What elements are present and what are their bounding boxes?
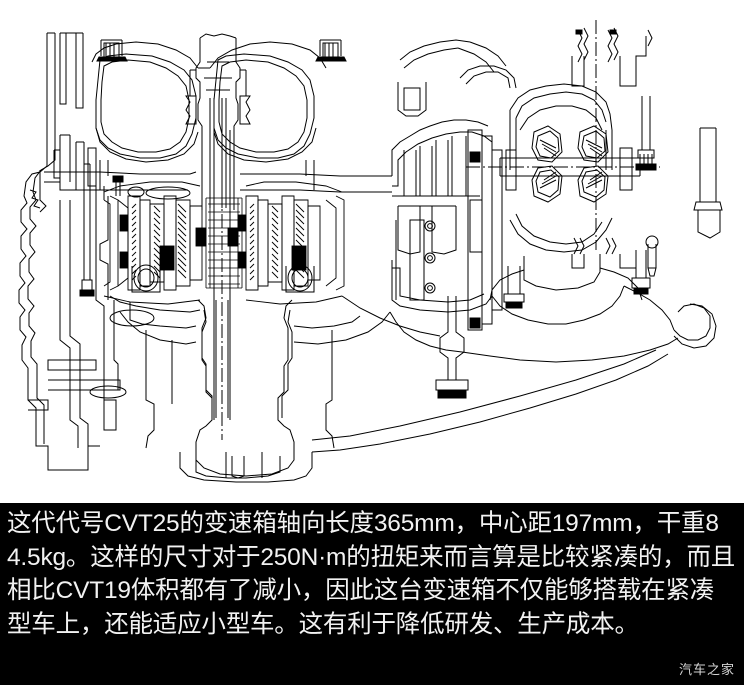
final-drive-assembly bbox=[391, 20, 660, 331]
left-bottom-details bbox=[28, 200, 155, 448]
site-watermark: 汽车之家 bbox=[678, 662, 735, 677]
main-bearings bbox=[131, 264, 315, 293]
selector-shaft bbox=[79, 163, 95, 297]
caption-paragraph: 这代代号CVT25的变速箱轴向长度365mm，中心距197mm，干重84.5kg… bbox=[7, 510, 736, 638]
right-mounting-bolts bbox=[435, 96, 723, 399]
top-brackets bbox=[397, 27, 659, 277]
right-case-profile bbox=[311, 285, 717, 453]
cross-section-linework bbox=[18, 20, 723, 483]
case-fastener-details bbox=[395, 219, 436, 301]
oil-pump-block bbox=[29, 134, 97, 213]
caption-bar: 这代代号CVT25的变速箱轴向长度365mm，中心距197mm，干重84.5kg… bbox=[0, 503, 744, 685]
variator-assembly bbox=[103, 181, 345, 305]
shaft-centerline bbox=[213, 126, 231, 440]
oil-passage-ports bbox=[95, 186, 191, 200]
cvt-transmission-diagram bbox=[18, 20, 723, 483]
bell-housing-outline bbox=[18, 32, 100, 471]
case-parting-shelf bbox=[44, 160, 392, 193]
parking-pawl-linkage bbox=[99, 175, 124, 390]
center-tower bbox=[185, 33, 251, 210]
torque-converter-chambers bbox=[91, 41, 327, 163]
steel-belt bbox=[205, 197, 243, 289]
upper-mounting-bolts bbox=[96, 39, 347, 62]
lower-case-and-sump bbox=[109, 295, 391, 483]
